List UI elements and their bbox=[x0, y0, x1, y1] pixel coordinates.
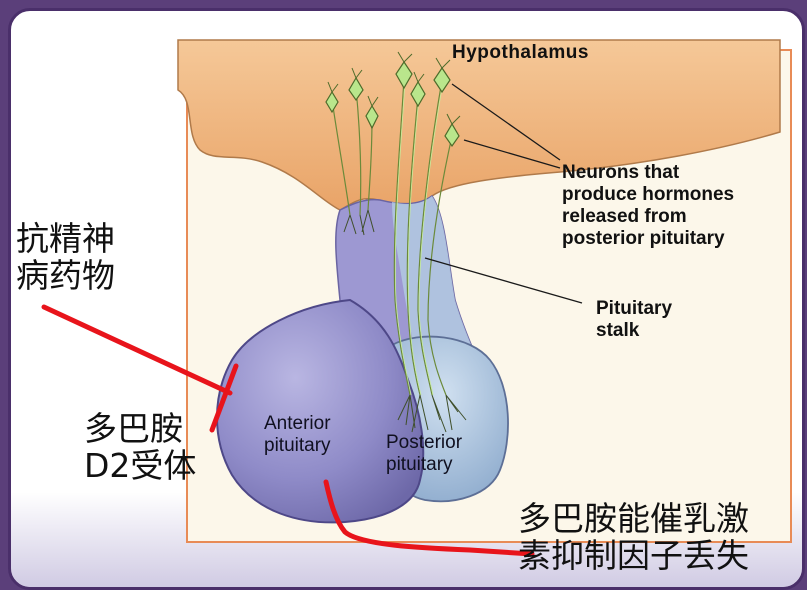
annotation-dopamine-d2-receptor: 多巴胺 D2受体 bbox=[84, 410, 196, 485]
annotation-prolactin-inhibiting-factor-loss: 多巴胺能催乳激 素抑制因子丢失 bbox=[518, 500, 749, 575]
inhibition-line bbox=[44, 307, 230, 393]
label-pituitary-stalk: Pituitary stalk bbox=[596, 298, 672, 342]
label-anterior-pituitary: Anterior pituitary bbox=[264, 413, 331, 457]
label-hypothalamus: Hypothalamus bbox=[452, 42, 589, 64]
label-posterior-pituitary: Posterior pituitary bbox=[386, 432, 462, 476]
annotation-antipsychotic-drug: 抗精神 病药物 bbox=[16, 220, 115, 295]
label-neurons: Neurons that produce hormones released f… bbox=[562, 162, 734, 250]
